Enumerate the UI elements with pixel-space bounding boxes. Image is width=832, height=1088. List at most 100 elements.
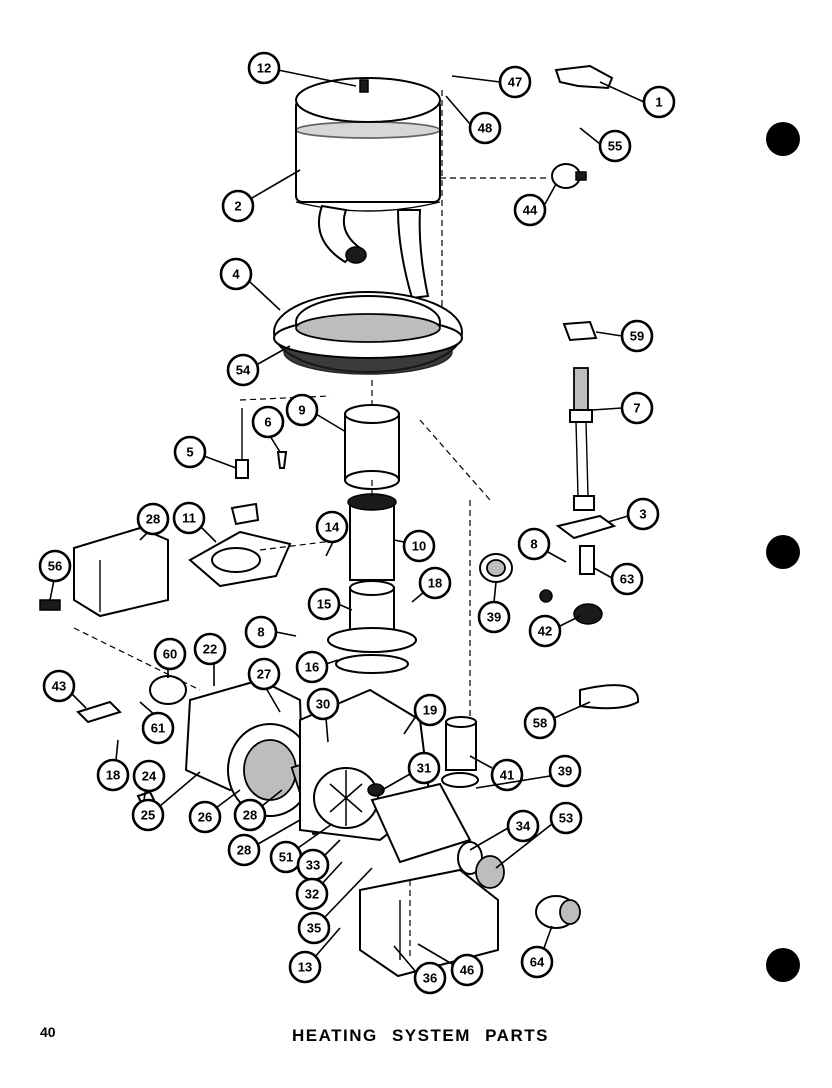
callout-31: 31 (381, 751, 441, 791)
callout-42: 42 (528, 614, 581, 648)
part-flanged-tube (327, 580, 417, 674)
callout-28-top: 28 (136, 502, 170, 541)
callout-24: 24 (132, 759, 166, 801)
svg-text:61: 61 (151, 721, 165, 736)
svg-text:8: 8 (257, 625, 264, 640)
svg-text:28: 28 (237, 843, 251, 858)
svg-text:28: 28 (243, 808, 257, 823)
binder-hole-bottom (766, 948, 800, 982)
callout-46: 46 (417, 943, 484, 987)
svg-text:16: 16 (305, 660, 319, 675)
svg-text:32: 32 (305, 887, 319, 902)
svg-text:51: 51 (279, 850, 293, 865)
svg-text:44: 44 (523, 203, 538, 218)
part-tube (347, 493, 397, 581)
svg-text:8: 8 (530, 537, 537, 552)
svg-text:3: 3 (639, 507, 646, 522)
assembly-guide-lines (73, 90, 550, 960)
callout-15: 15 (307, 587, 353, 621)
svg-text:43: 43 (52, 679, 66, 694)
callout-3: 3 (607, 497, 660, 531)
callout-43: 43 (42, 669, 87, 709)
part-bracket (554, 64, 614, 90)
part-heat-exchanger (295, 77, 441, 300)
svg-text:13: 13 (298, 960, 312, 975)
svg-text:18: 18 (428, 576, 442, 591)
callout-18-top: 18 (411, 566, 452, 603)
svg-text:1: 1 (655, 95, 662, 110)
svg-text:15: 15 (317, 597, 331, 612)
svg-text:63: 63 (620, 572, 634, 587)
svg-text:30: 30 (316, 697, 330, 712)
svg-text:48: 48 (478, 121, 492, 136)
callout-19: 19 (403, 693, 447, 735)
part-gasket-plate (188, 530, 292, 588)
callout-16: 16 (295, 650, 339, 684)
svg-text:55: 55 (608, 139, 622, 154)
page-title: HEATING SYSTEM PARTS (292, 1026, 549, 1045)
callout-39-top: 39 (477, 581, 511, 634)
part-electrode (230, 408, 288, 526)
callout-5: 5 (173, 435, 237, 469)
part-clamp-ring (579, 684, 640, 710)
callout-9: 9 (285, 393, 347, 433)
svg-text:7: 7 (633, 401, 640, 416)
callout-44: 44 (513, 183, 557, 227)
page-number: 40 (40, 1024, 56, 1040)
callout-27: 27 (247, 657, 281, 713)
callout-60: 60 (153, 637, 187, 678)
callout-55: 55 (579, 127, 632, 163)
callout-61: 61 (139, 701, 175, 745)
callout-28-mid: 28 (233, 789, 283, 832)
svg-text:28: 28 (146, 512, 160, 527)
svg-text:24: 24 (142, 769, 157, 784)
svg-text:11: 11 (182, 511, 196, 526)
svg-text:58: 58 (533, 716, 547, 731)
callout-47: 47 (451, 65, 532, 99)
callout-26: 26 (188, 789, 241, 834)
svg-text:10: 10 (412, 539, 426, 554)
svg-text:59: 59 (630, 329, 644, 344)
callout-4: 4 (219, 257, 281, 311)
callout-28-bottom: 28 (227, 819, 301, 867)
svg-text:41: 41 (500, 768, 514, 783)
svg-text:22: 22 (203, 642, 217, 657)
part-base-bracket (359, 868, 499, 978)
callout-1: 1 (599, 81, 676, 119)
binder-hole-middle (766, 535, 800, 569)
callout-6: 6 (251, 405, 285, 453)
callout-53: 53 (495, 801, 583, 869)
svg-text:5: 5 (186, 445, 193, 460)
svg-text:54: 54 (236, 363, 251, 378)
svg-text:25: 25 (141, 808, 155, 823)
svg-text:35: 35 (307, 921, 321, 936)
svg-text:18: 18 (106, 768, 120, 783)
callout-58: 58 (523, 701, 591, 740)
callout-7: 7 (591, 391, 654, 425)
svg-text:19: 19 (423, 703, 437, 718)
svg-text:33: 33 (306, 858, 320, 873)
callout-22: 22 (193, 632, 227, 686)
callout-13: 13 (288, 927, 341, 984)
svg-text:27: 27 (257, 667, 271, 682)
svg-text:14: 14 (325, 520, 340, 535)
callout-54: 54 (226, 345, 291, 387)
callout-34: 34 (469, 809, 540, 851)
callout-39-bottom: 39 (475, 754, 582, 789)
svg-text:39: 39 (558, 764, 572, 779)
part-limit-switch (551, 163, 587, 189)
svg-text:31: 31 (417, 761, 431, 776)
svg-text:47: 47 (508, 75, 522, 90)
callout-63: 63 (593, 562, 644, 596)
callout-11: 11 (172, 501, 217, 543)
binder-hole-top (766, 122, 800, 156)
callout-35: 35 (297, 867, 373, 945)
svg-text:6: 6 (264, 415, 271, 430)
svg-text:4: 4 (232, 267, 240, 282)
callout-12: 12 (247, 51, 357, 87)
part-igniter-bracket (555, 514, 617, 575)
callout-25: 25 (131, 771, 201, 832)
svg-text:36: 36 (423, 971, 437, 986)
svg-text:53: 53 (559, 811, 573, 826)
svg-text:9: 9 (298, 403, 305, 418)
